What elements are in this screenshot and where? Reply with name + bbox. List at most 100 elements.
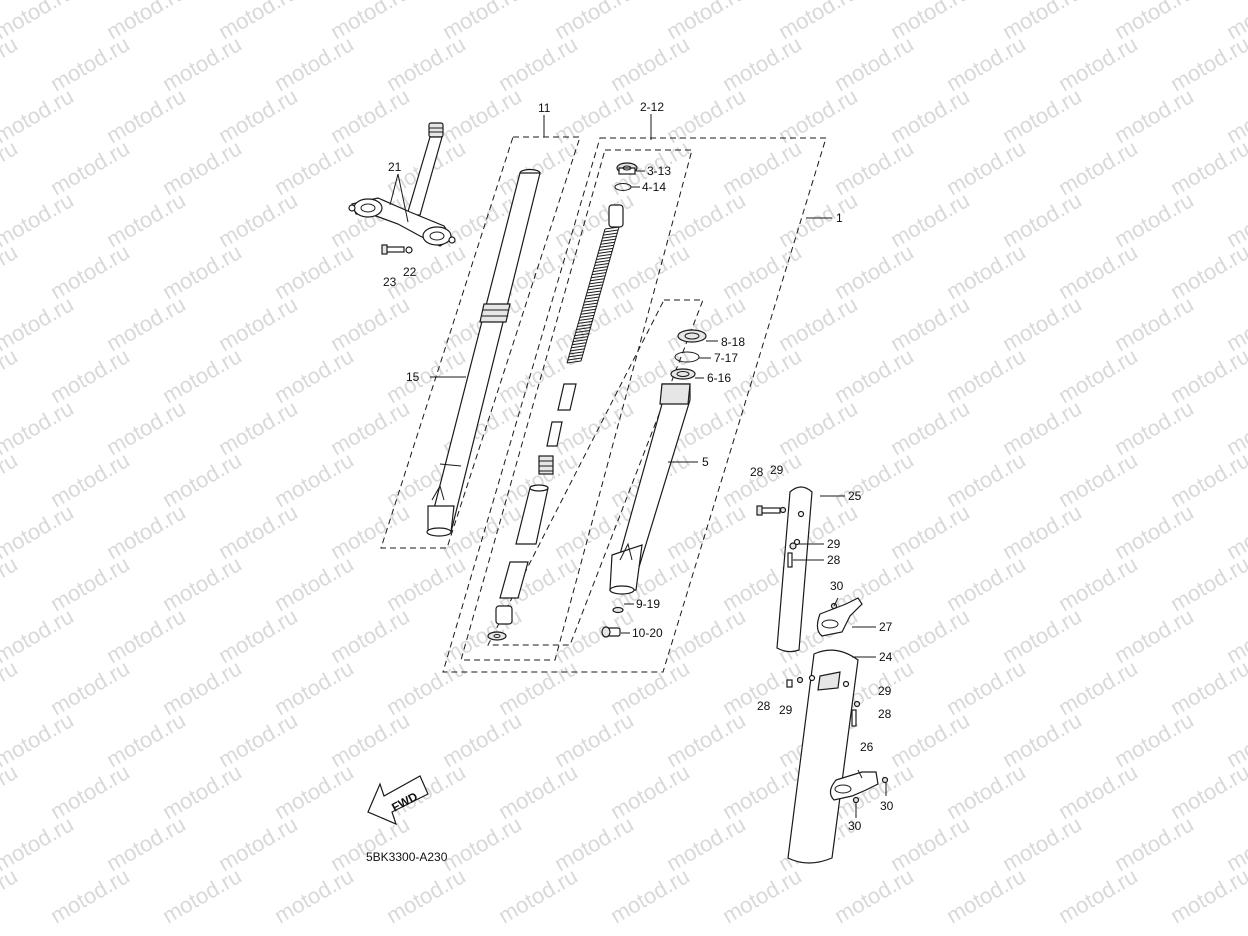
damper-seat — [495, 605, 513, 625]
dust-seal — [677, 329, 707, 343]
watermark-text: motod.ru — [0, 187, 78, 252]
callout-15: 15 — [406, 370, 420, 384]
washer-22 — [405, 246, 413, 254]
watermark-text: motod.ru — [0, 655, 22, 720]
watermark-text: motod.ru — [0, 551, 22, 616]
callout-1: 1 — [836, 211, 843, 225]
callout-21: 21 — [388, 160, 402, 174]
callout-3-13: 3-13 — [647, 164, 671, 178]
callout-30b: 30 — [848, 819, 862, 833]
watermark-text: motod.ru — [382, 863, 470, 928]
oil-seal — [670, 368, 696, 380]
callout-labels: 11 2-12 1 3-13 4-14 21 23 22 15 8-18 7-1… — [383, 100, 894, 833]
watermark-text: motod.ru — [0, 707, 78, 772]
under-bracket — [348, 122, 456, 247]
watermark-text: motod.ru — [0, 291, 78, 356]
callout-25: 25 — [848, 489, 862, 503]
watermark-text: motod.ru — [0, 603, 78, 668]
inner-tube-seal — [479, 303, 511, 323]
callout-28b: 28 — [827, 553, 841, 567]
watermark-text: motod.ru — [606, 863, 694, 928]
screw-28d — [851, 709, 857, 727]
outline-damper-assy — [460, 149, 693, 661]
watermark-text: motod.ru — [0, 31, 22, 96]
watermark-text: motod.ru — [270, 863, 358, 928]
callout-26: 26 — [860, 740, 874, 754]
watermark-text: motod.ru — [0, 759, 22, 824]
screw-30b — [852, 796, 860, 804]
callout-10-20: 10-20 — [632, 626, 663, 640]
guard-clamp-27 — [816, 597, 863, 637]
fork-guard-lower — [786, 649, 889, 864]
callout-30c: 30 — [880, 799, 894, 813]
bracket-right-clamp — [422, 226, 452, 246]
callout-11: 11 — [538, 101, 551, 115]
callout-28c: 28 — [757, 699, 771, 713]
callout-29b: 29 — [827, 537, 841, 551]
callout-29c: 29 — [779, 703, 793, 717]
callout-2-12: 2-12 — [640, 100, 664, 114]
callout-23: 23 — [383, 275, 397, 289]
callout-24: 24 — [879, 650, 893, 664]
drain-washer — [612, 606, 624, 614]
watermark-text: motod.ru — [830, 863, 918, 928]
assembly-outlines — [380, 136, 827, 673]
damper-parts — [487, 162, 638, 641]
outline-front-fork-assy — [442, 137, 827, 673]
fork-guard-24 — [787, 649, 859, 864]
screw-28b — [787, 552, 793, 568]
callout-28d: 28 — [878, 707, 892, 721]
leader-lines — [389, 114, 887, 818]
callout-30a: 30 — [830, 579, 844, 593]
watermark-text: motod.ru — [0, 811, 78, 876]
callout-7-17: 7-17 — [714, 351, 738, 365]
fork-guard-upper — [756, 486, 863, 653]
callout-28a: 28 — [750, 465, 764, 479]
watermark-text: motod.ru — [942, 863, 1030, 928]
fork-guard-25 — [776, 486, 813, 653]
callout-9-19: 9-19 — [636, 597, 660, 611]
callout-4-14: 4-14 — [642, 180, 666, 194]
washer-29a — [779, 506, 787, 514]
inner-tube — [426, 168, 541, 537]
watermark-text: motod.ru — [158, 863, 246, 928]
watermark-text: motod.ru — [0, 83, 78, 148]
outer-tube-axle-boss — [609, 544, 643, 591]
watermark-text: motod.ru — [1166, 863, 1248, 928]
watermark-text: motod.ru — [0, 499, 78, 564]
outer-tube-assy — [601, 329, 707, 638]
callout-6-16: 6-16 — [707, 371, 731, 385]
watermark-text: motod.ru — [0, 863, 22, 928]
pinch-bolt — [381, 244, 413, 255]
bracket-left-clamp — [353, 198, 383, 218]
callout-8-18: 8-18 — [721, 335, 745, 349]
screw-28c — [786, 679, 793, 688]
callout-5: 5 — [702, 455, 709, 469]
watermark-text: motod.ru — [46, 863, 134, 928]
washer-29b — [789, 542, 797, 550]
damper-rod — [546, 421, 563, 447]
watermark-text: motod.ru — [494, 863, 582, 928]
watermark-text: motod.ru — [0, 135, 22, 200]
watermark-text: motod.ru — [0, 239, 22, 304]
stem-top — [428, 122, 444, 138]
callout-29a: 29 — [770, 463, 784, 477]
watermark-text: motod.ru — [718, 863, 806, 928]
fork-spring — [566, 226, 620, 364]
damper-rod-top — [557, 383, 577, 411]
watermark-text: motod.ru — [0, 447, 22, 512]
callout-22: 22 — [403, 265, 417, 279]
callout-27: 27 — [879, 620, 893, 634]
outline-outer-tube-assy — [487, 299, 704, 646]
washer-29d — [853, 700, 861, 708]
spacer — [608, 204, 624, 228]
watermark-text: motod.ru — [1054, 863, 1142, 928]
copper-washer — [487, 631, 507, 641]
outline-inner-tube-assy — [380, 136, 581, 549]
stopper-ring — [674, 351, 700, 363]
screw-30c — [881, 776, 889, 784]
diagram-code: 5BK3300-A230 — [366, 850, 448, 864]
watermark-text: motod.ru — [0, 395, 78, 460]
